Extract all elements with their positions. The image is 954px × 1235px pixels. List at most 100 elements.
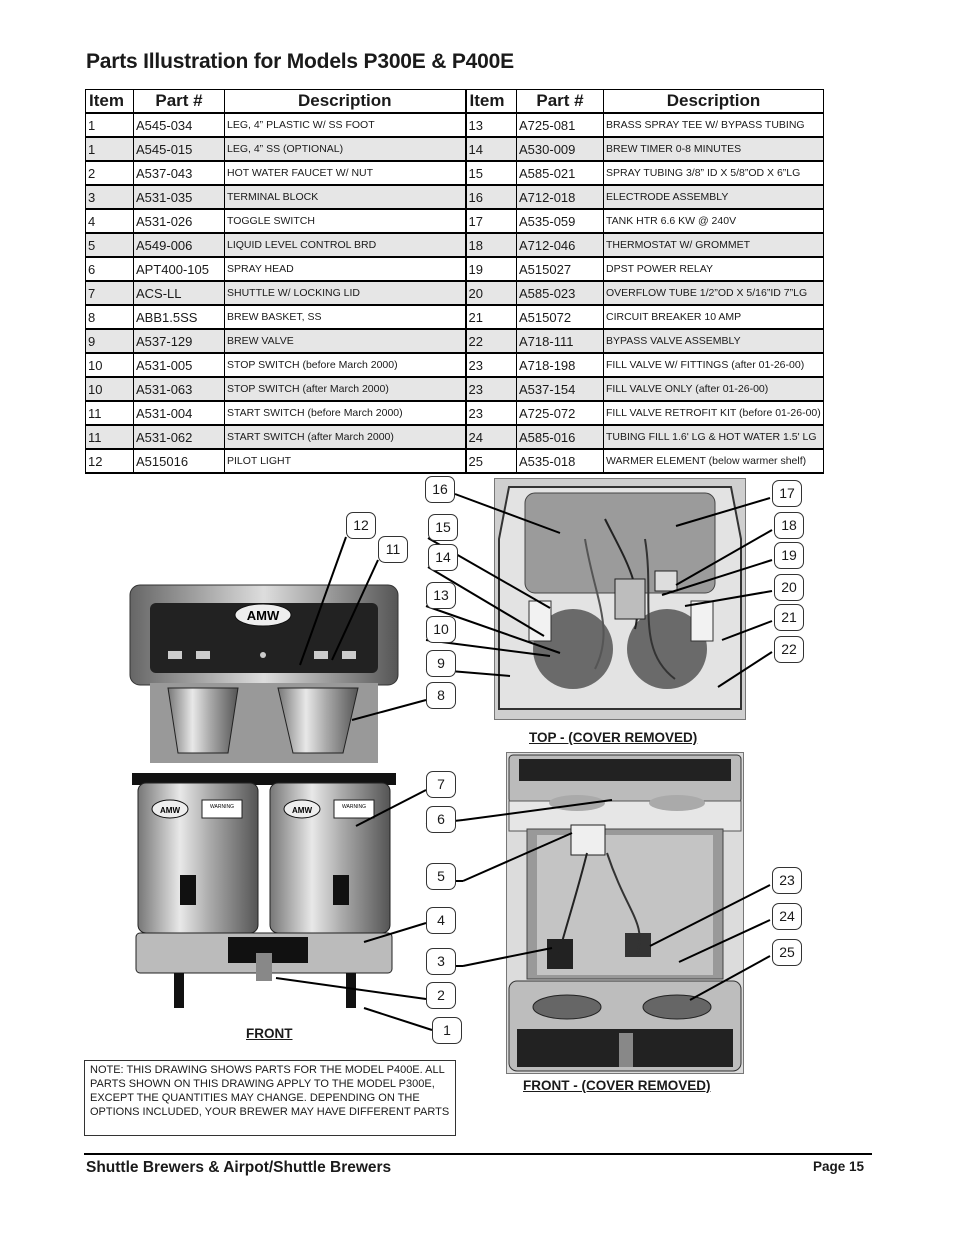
cell-description: BREW VALVE: [224, 328, 466, 354]
front-photo: AMW AMW AMW WARNING WARNING: [128, 583, 400, 1023]
callout-4: 4: [426, 907, 456, 934]
cell-item: 23: [464, 352, 517, 378]
cell-description: FILL VALVE ONLY (after 01-26-00): [603, 376, 824, 402]
cell-description: STOP SWITCH (after March 2000): [224, 376, 466, 402]
cell-description: START SWITCH (after March 2000): [224, 424, 466, 450]
cell-part: A545-015: [133, 136, 225, 162]
cell-description: BREW BASKET, SS: [224, 304, 466, 330]
callout-11: 11: [378, 536, 408, 563]
callout-6: 6: [426, 806, 456, 833]
cell-item: 18: [464, 232, 517, 258]
cell-description: SPRAY HEAD: [224, 256, 466, 282]
note-box: NOTE: THIS DRAWING SHOWS PARTS FOR THE M…: [84, 1060, 456, 1136]
callout-8: 8: [426, 682, 456, 709]
page-title: Parts Illustration for Models P300E & P4…: [86, 50, 514, 73]
caption-front: FRONT: [246, 1026, 293, 1041]
callout-2: 2: [426, 982, 456, 1009]
cell-description: WARMER ELEMENT (below warmer shelf): [603, 448, 824, 474]
cell-description: SPRAY TUBING 3/8” ID X 5/8”OD X 6”LG: [603, 160, 824, 186]
cell-part: A531-062: [133, 424, 225, 450]
cell-part: A585-021: [516, 160, 604, 186]
cell-part: A718-111: [516, 328, 604, 354]
cell-description: LEG, 4” SS (OPTIONAL): [224, 136, 466, 162]
callout-3: 3: [426, 948, 456, 975]
cell-part: A515016: [133, 448, 225, 474]
callout-1: 1: [432, 1017, 462, 1044]
callout-5: 5: [426, 863, 456, 890]
footer-rule: [84, 1153, 872, 1155]
callout-24: 24: [772, 903, 802, 930]
cell-item: 12: [85, 448, 134, 474]
cell-part: A531-063: [133, 376, 225, 402]
cell-item: 11: [85, 424, 134, 450]
brand-logo-shuttle-left: AMW: [160, 806, 180, 815]
cell-description: THERMOSTAT W/ GROMMET: [603, 232, 824, 258]
callout-23: 23: [772, 867, 802, 894]
callout-19: 19: [774, 542, 804, 569]
cell-item: 24: [464, 424, 517, 450]
cell-item: 3: [85, 184, 134, 210]
cell-item: 21: [464, 304, 517, 330]
cell-description: ELECTRODE ASSEMBLY: [603, 184, 824, 210]
warning-label-right: WARNING: [342, 804, 366, 810]
cell-description: SHUTTLE W/ LOCKING LID: [224, 280, 466, 306]
cell-description: TANK HTR 6.6 KW @ 240V: [603, 208, 824, 234]
col-header-item: Item: [85, 89, 134, 114]
cell-part: A537-154: [516, 376, 604, 402]
caption-front-cover-removed: FRONT - (COVER REMOVED): [523, 1078, 711, 1093]
col-header-part: Part #: [133, 89, 225, 114]
cell-description: BYPASS VALVE ASSEMBLY: [603, 328, 824, 354]
callout-7: 7: [426, 771, 456, 798]
cell-item: 25: [464, 448, 517, 474]
cell-part: A725-072: [516, 400, 604, 426]
cell-part: A535-018: [516, 448, 604, 474]
callout-13: 13: [426, 582, 456, 609]
brand-logo-shuttle-right: AMW: [292, 806, 312, 815]
col-header-item-2: Item: [464, 89, 517, 114]
cell-item: 9: [85, 328, 134, 354]
page-number: Page 15: [813, 1159, 865, 1174]
cell-item: 23: [464, 376, 517, 402]
callout-12: 12: [346, 512, 376, 539]
cell-item: 13: [464, 112, 517, 138]
callout-18: 18: [774, 512, 804, 539]
cell-description: START SWITCH (before March 2000): [224, 400, 466, 426]
callout-17: 17: [772, 480, 802, 507]
parts-table: Item Part # Description Item Part # Desc…: [85, 89, 824, 474]
cell-part: A535-059: [516, 208, 604, 234]
cell-item: 17: [464, 208, 517, 234]
callout-20: 20: [774, 574, 804, 601]
cell-part: A718-198: [516, 352, 604, 378]
cell-description: STOP SWITCH (before March 2000): [224, 352, 466, 378]
callout-25: 25: [772, 939, 802, 966]
warning-label-left: WARNING: [210, 804, 234, 810]
cell-item: 22: [464, 328, 517, 354]
cell-description: BRASS SPRAY TEE W/ BYPASS TUBING: [603, 112, 824, 138]
callout-10: 10: [426, 616, 456, 643]
callout-14: 14: [428, 544, 458, 571]
cell-part: A712-018: [516, 184, 604, 210]
cell-description: PILOT LIGHT: [224, 448, 466, 474]
cell-description: LEG, 4” PLASTIC W/ SS FOOT: [224, 112, 466, 138]
cell-item: 6: [85, 256, 134, 282]
cell-item: 10: [85, 376, 134, 402]
cell-description: OVERFLOW TUBE 1/2”OD X 5/16”ID 7”LG: [603, 280, 824, 306]
callout-16: 16: [425, 476, 455, 503]
callout-9: 9: [426, 650, 456, 677]
cell-part: APT400-105: [133, 256, 225, 282]
cell-item: 7: [85, 280, 134, 306]
cell-part: A725-081: [516, 112, 604, 138]
